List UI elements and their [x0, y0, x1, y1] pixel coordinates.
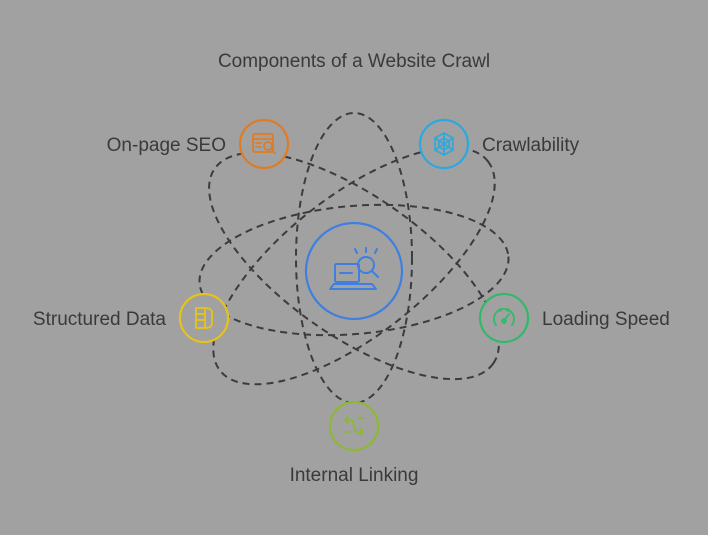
laptop-search-icon [329, 247, 379, 290]
orbits [198, 112, 510, 404]
structured-data-label: Structured Data [33, 309, 166, 330]
center-circle [304, 221, 404, 321]
spider-web-icon [434, 132, 454, 156]
node-loading-speed: Loading Speed [478, 292, 670, 344]
orbit-diagonal-b [212, 146, 496, 386]
node-on-page-seo: On-page SEO [107, 118, 290, 170]
center-node [304, 221, 404, 321]
loading-speed-circle [478, 292, 530, 344]
loading-speed-label: Loading Speed [542, 309, 670, 330]
node-structured-data: Structured Data [33, 292, 230, 344]
orbit-horizontal [198, 203, 510, 337]
database-icon [195, 307, 213, 329]
browser-search-icon [252, 133, 276, 154]
node-crawlability: Crawlability [418, 118, 580, 170]
diagram-title: Components of a Website Crawl [218, 51, 490, 72]
on-page-seo-label: On-page SEO [107, 135, 226, 156]
crawlability-label: Crawlability [482, 135, 580, 156]
orbit-diagonal-a [208, 151, 500, 381]
orbit-vertical [295, 112, 413, 404]
node-internal-linking: Internal Linking [290, 400, 419, 486]
speed-gauge-icon [493, 308, 515, 326]
structured-data-circle [178, 292, 230, 344]
link-arrows-icon [344, 416, 364, 436]
internal-linking-label: Internal Linking [290, 465, 419, 486]
